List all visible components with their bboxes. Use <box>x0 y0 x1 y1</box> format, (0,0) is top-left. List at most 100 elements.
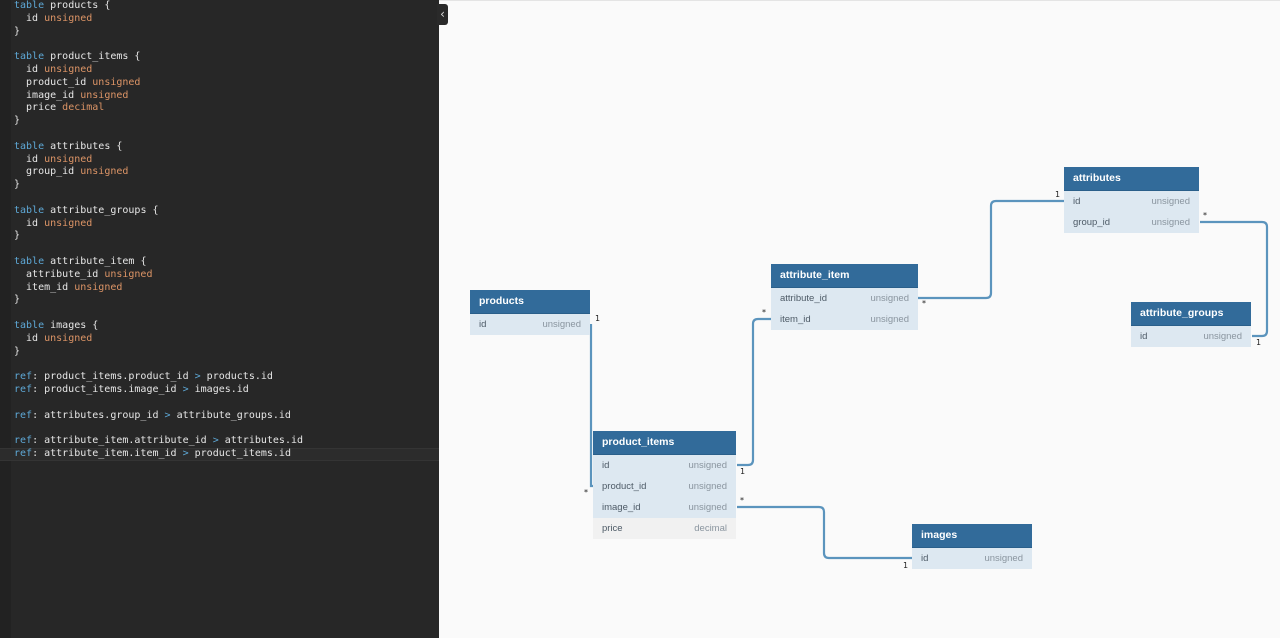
code-token: item_id <box>14 281 75 293</box>
code-line[interactable]: } <box>14 346 439 359</box>
field-name: item_id <box>780 314 811 325</box>
code-token: unsigned <box>74 281 123 293</box>
field-name: id <box>602 460 610 471</box>
code-line[interactable]: } <box>14 230 439 243</box>
code-token: unsigned <box>44 63 93 75</box>
table-header[interactable]: images <box>912 524 1032 548</box>
code-line[interactable]: ref: product_items.product_id > products… <box>14 371 439 384</box>
code-line[interactable]: table attributes { <box>14 141 439 154</box>
code-line[interactable]: ref: product_items.image_id > images.id <box>14 384 439 397</box>
code-token: id <box>14 12 45 24</box>
field-name: id <box>479 319 487 330</box>
table-header[interactable]: attribute_item <box>771 264 918 288</box>
code-line[interactable] <box>14 192 439 205</box>
code-line[interactable]: id unsigned <box>14 218 439 231</box>
code-token: table <box>14 204 45 216</box>
code-line[interactable]: } <box>14 26 439 39</box>
code-line[interactable]: ref: attribute_item.item_id > product_it… <box>0 447 439 461</box>
field-type: decimal <box>694 523 727 534</box>
code-line[interactable]: } <box>14 179 439 192</box>
code-token: attribute_groups.id <box>170 409 291 421</box>
code-line[interactable] <box>14 422 439 435</box>
code-token: product_items.id <box>188 447 291 459</box>
code-line[interactable]: group_id unsigned <box>14 166 439 179</box>
code-token: id <box>14 332 45 344</box>
code-line[interactable]: table product_items { <box>14 51 439 64</box>
code-line[interactable]: id unsigned <box>14 64 439 77</box>
code-line[interactable] <box>14 128 439 141</box>
table-field-row[interactable]: product_id unsigned <box>593 476 736 497</box>
code-token: table <box>14 0 45 11</box>
code-line[interactable]: item_id unsigned <box>14 282 439 295</box>
code-line[interactable]: table attribute_groups { <box>14 205 439 218</box>
code-line[interactable]: image_id unsigned <box>14 90 439 103</box>
code-token: > <box>182 447 189 459</box>
code-token: unsigned <box>104 268 153 280</box>
code-line[interactable]: product_id unsigned <box>14 77 439 90</box>
code-line[interactable]: attribute_id unsigned <box>14 269 439 282</box>
code-line[interactable]: } <box>14 115 439 128</box>
table-field-row[interactable]: item_id unsigned <box>771 309 918 330</box>
code-text[interactable]: table products { id unsigned} table prod… <box>0 0 439 461</box>
canvas-border <box>439 0 1280 1</box>
field-name: attribute_id <box>780 293 828 304</box>
code-token: unsigned <box>44 153 93 165</box>
code-line[interactable]: ref: attributes.group_id > attribute_gro… <box>14 410 439 423</box>
code-token: } <box>14 294 21 306</box>
code-token: decimal <box>62 102 105 114</box>
code-line[interactable]: price decimal <box>14 102 439 115</box>
code-token: images { <box>44 319 99 331</box>
code-token: product_id <box>14 76 93 88</box>
code-line[interactable] <box>14 38 439 51</box>
field-type: unsigned <box>688 481 727 492</box>
code-line[interactable]: } <box>14 294 439 307</box>
code-token: } <box>14 115 21 127</box>
code-token: unsigned <box>44 12 93 24</box>
code-line[interactable]: id unsigned <box>14 13 439 26</box>
code-line[interactable]: table attribute_item { <box>14 256 439 269</box>
code-token: products.id <box>200 371 273 383</box>
field-name: product_id <box>602 481 647 492</box>
code-token: } <box>14 179 21 191</box>
code-line[interactable]: id unsigned <box>14 154 439 167</box>
code-line[interactable]: ref: attribute_item.attribute_id > attri… <box>14 435 439 448</box>
field-type: unsigned <box>870 293 909 304</box>
field-type: unsigned <box>688 460 727 471</box>
table-header[interactable]: products <box>470 290 590 314</box>
code-line[interactable]: table products { <box>14 0 439 13</box>
collapse-editor-button[interactable]: ‹ <box>437 4 448 25</box>
code-line[interactable]: id unsigned <box>14 333 439 346</box>
field-name: id <box>921 553 929 564</box>
code-line[interactable]: table images { <box>14 320 439 333</box>
code-line[interactable] <box>14 307 439 320</box>
table-field-row[interactable]: attribute_id unsigned <box>771 288 918 309</box>
code-line[interactable] <box>14 358 439 371</box>
field-type: unsigned <box>870 314 909 325</box>
table-field-row[interactable]: id unsigned <box>593 455 736 476</box>
code-line[interactable] <box>14 397 439 410</box>
field-name: id <box>1073 196 1081 207</box>
code-editor[interactable]: table products { id unsigned} table prod… <box>0 0 439 638</box>
code-token: table <box>14 51 45 63</box>
table-header[interactable]: attributes <box>1064 167 1199 191</box>
table-header[interactable]: attribute_groups <box>1131 302 1251 326</box>
code-token: table <box>14 255 45 267</box>
table-header[interactable]: product_items <box>593 431 736 455</box>
code-token: > <box>164 409 171 421</box>
code-token: : attributes.group_id <box>32 409 165 421</box>
code-line[interactable] <box>14 243 439 256</box>
code-token: id <box>14 217 45 229</box>
